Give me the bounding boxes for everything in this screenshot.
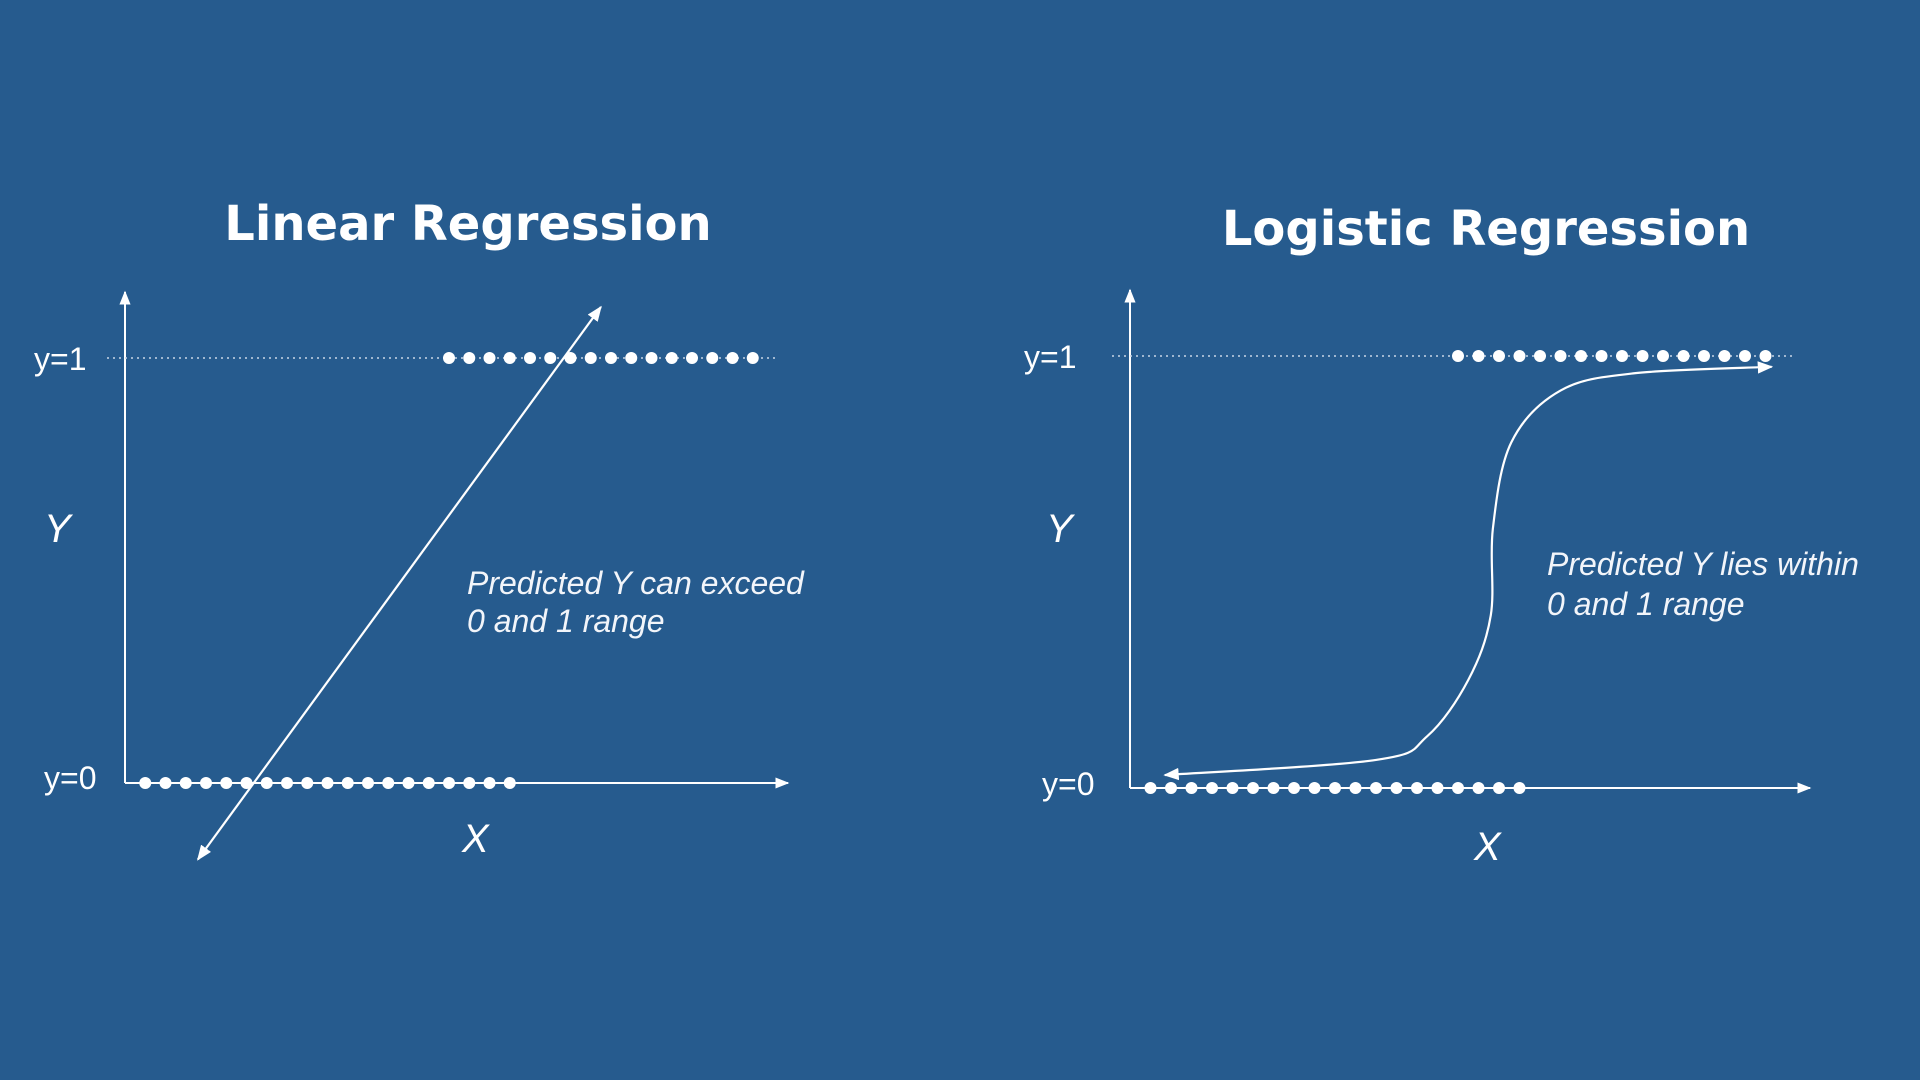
class-0-point	[1267, 782, 1280, 794]
class-1-point	[605, 352, 617, 364]
class-1-point	[1554, 350, 1567, 362]
annotation-line-1: Predicted Y lies within	[1547, 546, 1859, 582]
class-0-point	[1165, 782, 1177, 794]
class-0-point	[402, 777, 415, 789]
y1-tick-label: y=1	[34, 341, 86, 377]
class-0-point	[422, 777, 435, 789]
class-0-point	[1349, 782, 1362, 794]
class-1-point	[544, 352, 557, 364]
class-1-point	[584, 352, 597, 364]
class-1-point	[1718, 350, 1731, 362]
class-1-point	[1636, 350, 1649, 362]
y0-tick-label: y=0	[1042, 766, 1094, 802]
class-0-point	[159, 777, 172, 789]
class-1-point	[1739, 350, 1751, 362]
y0-tick-label: y=0	[44, 760, 96, 796]
annotation-line-1: Predicted Y can exceed	[467, 565, 805, 601]
y-axis-label: Y	[1046, 507, 1076, 551]
class-0-point	[1452, 782, 1464, 794]
class-1-point	[706, 352, 719, 364]
class-1-point	[746, 352, 759, 364]
class-0-point	[1472, 782, 1485, 794]
class-0-point	[1308, 782, 1321, 794]
class-0-point	[179, 777, 192, 789]
class-0-point	[1226, 782, 1239, 794]
class-0-point	[362, 777, 374, 789]
linear-fit-line	[196, 305, 602, 861]
fit-curve-group	[1163, 361, 1774, 781]
class-1-point	[1698, 350, 1710, 362]
class-1-point	[665, 352, 678, 364]
class-1-point	[503, 352, 516, 364]
x-axis-label: X	[461, 817, 490, 861]
x-axis-label: X	[1473, 825, 1502, 869]
class-0-point	[1390, 782, 1403, 794]
class-0-point	[301, 777, 314, 789]
class-0-point	[382, 777, 395, 789]
class-1-point	[463, 352, 476, 364]
y-axis-label: Y	[44, 507, 74, 551]
logistic-regression-chart: Logistic Regression y=1 y=0 Y X Predicte…	[1024, 201, 1859, 869]
class-1-point	[1657, 350, 1669, 362]
class-0-point	[1411, 782, 1423, 794]
class-0-point	[463, 777, 476, 789]
class-0-point	[1329, 782, 1341, 794]
class-0-point	[1185, 782, 1198, 794]
chart-title: Linear Regression	[224, 196, 711, 252]
class-1-point	[645, 352, 658, 364]
linear-regression-chart: Linear Regression y=1 y=0 Y X Predicted …	[34, 196, 805, 861]
class-0-point	[1513, 782, 1526, 794]
class-1-point	[443, 352, 455, 364]
chart-title: Logistic Regression	[1222, 201, 1750, 257]
class-1-point	[1575, 350, 1587, 362]
class-1-point	[1759, 350, 1772, 362]
class-1-point	[1493, 350, 1505, 362]
class-0-point	[1493, 782, 1505, 794]
class-1-point	[1616, 350, 1628, 362]
class-1-point	[625, 352, 638, 364]
fit-line-group	[196, 305, 602, 861]
class-0-point	[341, 777, 354, 789]
annotation-line-2: 0 and 1 range	[467, 603, 665, 639]
class-0-point	[1247, 782, 1259, 794]
class-1-point	[1534, 350, 1546, 362]
class-1-point	[483, 352, 496, 364]
class-0-point	[1144, 782, 1157, 794]
class-1-point	[1513, 350, 1526, 362]
class-0-point	[281, 777, 293, 789]
class-0-point	[443, 777, 455, 789]
sigmoid-fit-curve	[1163, 361, 1774, 781]
class-0-point	[220, 777, 233, 789]
class-1-point	[686, 352, 698, 364]
class-0-point	[483, 777, 496, 789]
annotation-line-2: 0 and 1 range	[1547, 586, 1745, 622]
class-0-point	[1288, 782, 1300, 794]
class-1-point	[726, 352, 739, 364]
class-0-point	[139, 777, 152, 789]
class-1-point	[1677, 350, 1690, 362]
data-points	[1144, 350, 1772, 794]
class-0-point	[503, 777, 516, 789]
y1-tick-label: y=1	[1024, 339, 1076, 375]
class-0-point	[321, 777, 334, 789]
class-1-point	[524, 352, 536, 364]
class-0-point	[1431, 782, 1444, 794]
class-0-point	[1370, 782, 1382, 794]
class-1-point	[1472, 350, 1485, 362]
class-0-point	[1206, 782, 1218, 794]
class-0-point	[200, 777, 212, 789]
class-1-point	[1595, 350, 1608, 362]
class-0-point	[260, 777, 273, 789]
class-1-point	[1452, 350, 1464, 362]
